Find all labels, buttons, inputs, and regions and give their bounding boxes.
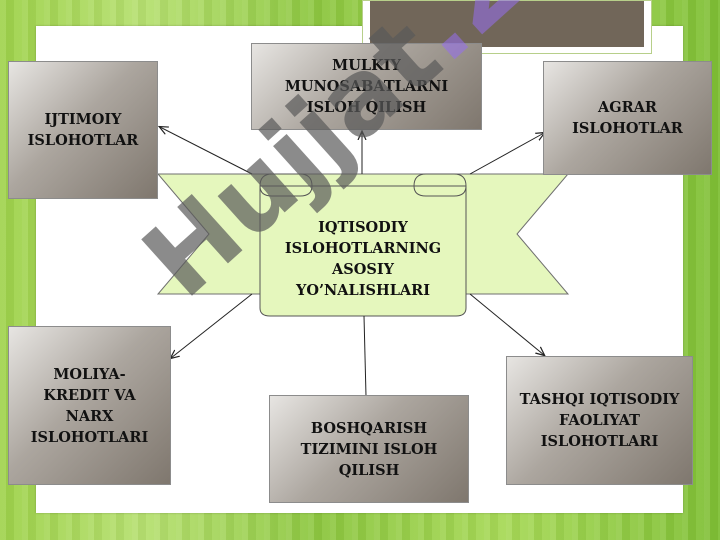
box-moliya-label: MOLIYA- KREDIT VA NARX ISLOHOTLARI [30, 365, 149, 446]
title-banner-fill [370, 1, 644, 47]
box-boshqarish-label: BOSHQARISH TIZIMINI ISLOH QILISH [300, 419, 438, 479]
box-moliya: MOLIYA- KREDIT VA NARX ISLOHOTLARI [8, 326, 171, 485]
arrow-bottom-left [171, 293, 253, 358]
center-scroll [259, 173, 467, 317]
center-title: IQTISODIY ISLOHOTLARNING ASOSIY YO’NALIS… [284, 219, 442, 299]
title-banner [362, 0, 652, 54]
box-agrar: AGRAR ISLOHOTLAR [543, 61, 712, 175]
box-ijtimoiy: IJTIMOIY ISLOHOTLAR [8, 61, 158, 199]
box-tashqi-label: TASHQI IQTISODIY FAOLIYAT ISLOHOTLARI [519, 391, 680, 450]
arrow-top-right [469, 133, 544, 175]
arrow-bottom-right [469, 293, 544, 355]
box-ijtimoiy-label: IJTIMOIY ISLOHOTLAR [27, 111, 139, 149]
box-mulkiy-label: MULKIY MUNOSABATLARNI ISLOH QILISH [284, 57, 449, 116]
box-boshqarish: BOSHQARISH TIZIMINI ISLOH QILISH [269, 395, 469, 503]
box-tashqi: TASHQI IQTISODIY FAOLIYAT ISLOHOTLARI [506, 356, 693, 485]
arrow-top-left [160, 127, 253, 175]
box-agrar-label: AGRAR ISLOHOTLAR [572, 99, 683, 137]
box-mulkiy: MULKIY MUNOSABATLARNI ISLOH QILISH [251, 43, 482, 130]
arrow-bottom-center [363, 315, 367, 397]
